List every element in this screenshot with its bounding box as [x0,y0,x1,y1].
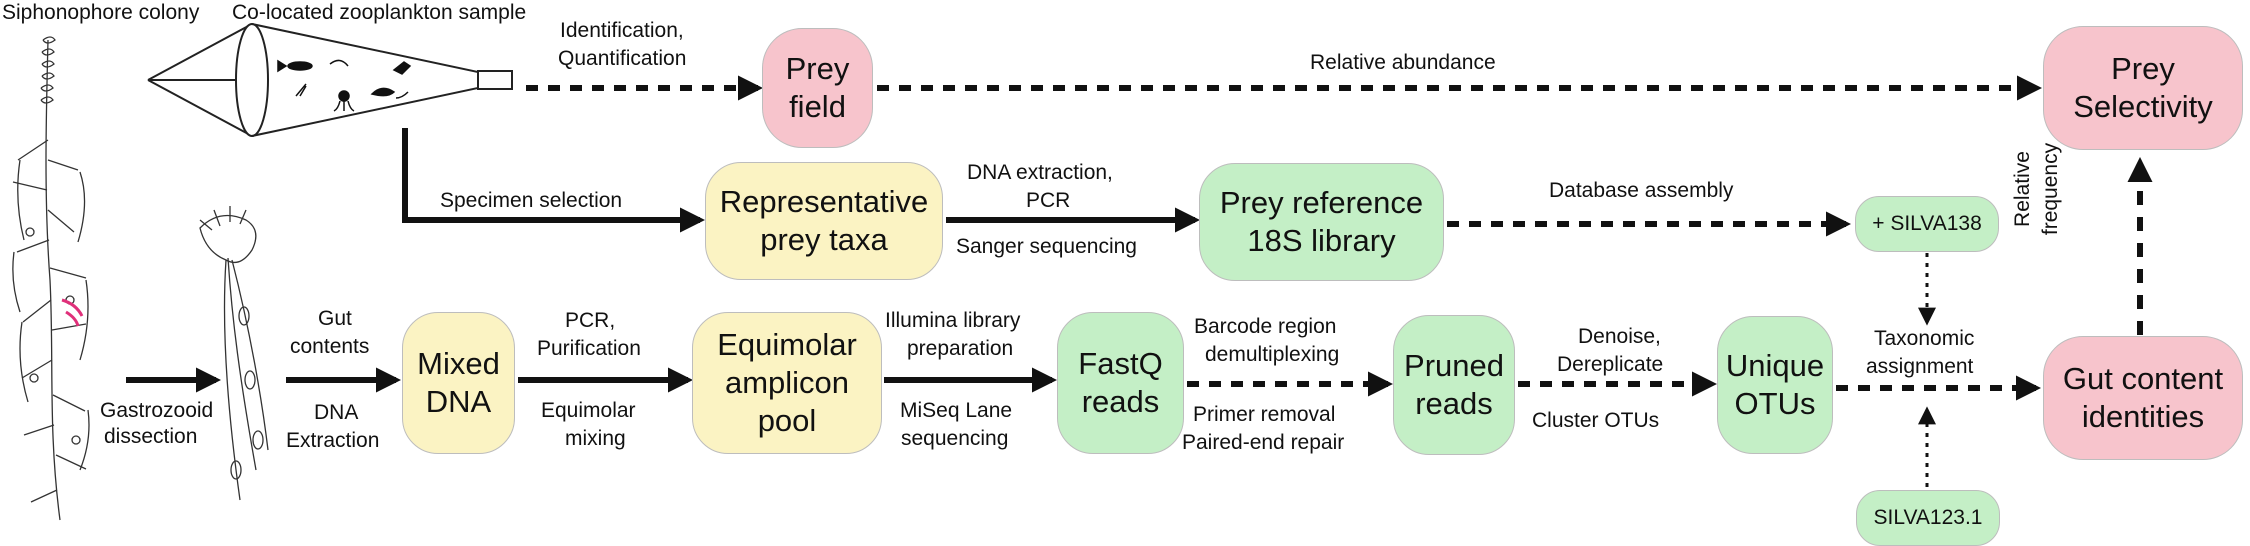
label-relative-frequency-line1: Relative [2011,151,2034,227]
label-specimen-selection: Specimen selection [440,189,623,212]
label-quantification: Quantification [558,47,687,70]
label-pcr-purification-line1: PCR, [565,309,616,332]
node-unique-otus: Unique OTUs [1717,316,1833,454]
label-gut-contents-line2: contents [290,335,370,358]
label-denoise-line2: Dereplicate [1557,353,1664,376]
node-prey-selectivity: Prey Selectivity [2043,26,2243,150]
label-relative-abundance: Relative abundance [1310,51,1496,74]
label-taxonomic-line1: Taxonomic [1874,327,1975,350]
node-silva138: + SILVA138 [1855,196,1999,252]
gastrozooid-illustration [199,206,269,501]
label-gut-contents-line1: Gut [318,307,352,330]
sample-title: Co-located zooplankton sample [232,1,527,24]
label-barcode-line2: demultiplexing [1205,343,1340,366]
zooplankton-icons [277,59,412,112]
label-equimolar-mixing-line1: Equimolar [541,399,636,422]
label-gastrozooid-line2: dissection [104,425,198,448]
node-pruned-reads: Pruned reads [1393,315,1515,455]
node-representative-prey-taxa: Representative prey taxa [705,162,943,280]
label-dna-extraction-pcr-line1: DNA extraction, [967,161,1113,184]
label-dna-extraction-line1: DNA [314,401,359,424]
node-equimolar-amplicon-pool: Equimolar amplicon pool [692,312,882,454]
label-taxonomic-line2: assignment [1866,355,1974,378]
label-relative-frequency-line2: frequency [2039,142,2062,236]
label-illumina-line1: Illumina library [885,309,1021,332]
label-sanger-sequencing: Sanger sequencing [956,235,1137,258]
label-primer-removal: Primer removal [1193,403,1336,426]
node-fastq-reads: FastQ reads [1057,312,1184,454]
label-miseq-line2: sequencing [901,427,1009,450]
label-equimolar-mixing-line2: mixing [565,427,626,450]
label-database-assembly: Database assembly [1549,179,1734,202]
label-pcr-purification-line2: Purification [537,337,641,360]
label-dna-extraction-line2: Extraction [286,429,380,452]
node-prey-reference-library: Prey reference 18S library [1199,163,1444,281]
node-silva123: SILVA123.1 [1856,490,2000,546]
label-paired-end-repair: Paired-end repair [1182,431,1345,454]
plankton-net-illustration [147,23,513,137]
label-dna-extraction-pcr-line2: PCR [1026,189,1071,212]
label-denoise-line1: Denoise, [1578,325,1661,348]
node-mixed-dna: Mixed DNA [402,312,515,454]
node-prey-field: Prey field [762,28,873,148]
siphonophore-colony-illustration [12,36,90,521]
label-illumina-line2: preparation [907,337,1014,360]
label-identification: Identification, [560,19,684,42]
label-gastrozooid-line1: Gastrozooid [100,399,214,422]
label-cluster-otus: Cluster OTUs [1532,409,1660,432]
node-gut-content-identities: Gut content identities [2043,336,2243,460]
label-miseq-line1: MiSeq Lane [900,399,1013,422]
arrow-net-to-representative-taxa [402,128,706,233]
colony-title: Siphonophore colony [2,1,200,24]
label-barcode-line1: Barcode region [1194,315,1337,338]
